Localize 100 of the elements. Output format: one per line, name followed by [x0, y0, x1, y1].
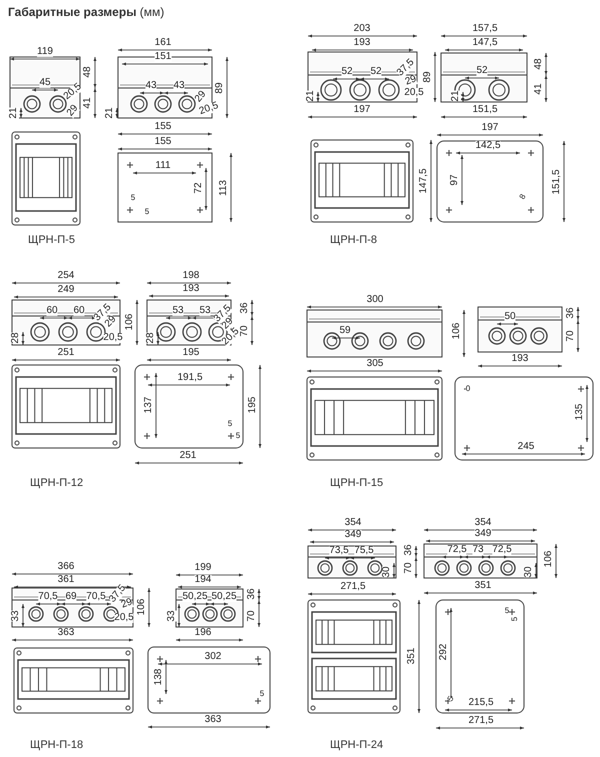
dimension-label: 72,5	[447, 545, 467, 555]
dimension-label: 5	[228, 420, 232, 428]
dimension-label: 137	[144, 396, 154, 414]
diagram-title: Габаритные размеры (мм)	[8, 5, 164, 19]
dimension-label: 70,5	[86, 592, 106, 602]
dimension-label: 48	[534, 58, 544, 70]
dimension-label: 197	[354, 105, 370, 115]
dimension-label: 43	[173, 81, 185, 91]
dimension-label: 43	[145, 81, 157, 91]
dimension-label: 198	[182, 271, 200, 281]
dimension-label: 203	[354, 24, 370, 34]
dimension-label: 60	[46, 306, 58, 316]
dimension-label: 28	[146, 332, 156, 344]
dimension-label: 113	[219, 180, 229, 196]
model-label: ЩРН-П-15	[330, 478, 384, 488]
dimension-label: 151,5	[472, 105, 498, 115]
dimension-label: 138	[154, 668, 164, 686]
dimension-label: 5	[144, 208, 150, 216]
dimension-label: 196	[194, 628, 212, 638]
dimension-label: 21	[9, 107, 19, 119]
dimension-label: 59	[339, 326, 351, 336]
dimension-label: 351	[407, 648, 417, 664]
dimension-label: 73,5	[329, 546, 349, 556]
dimension-label: 48	[83, 66, 93, 78]
dimension-label: 21	[105, 107, 115, 119]
dimension-label: 36	[247, 588, 257, 600]
dimension-label: 111	[155, 161, 171, 171]
dimension-label: 53	[199, 306, 211, 316]
dimension-label: 193	[182, 284, 200, 294]
dimension-label: 36	[404, 544, 414, 556]
model-label: ЩРН-П-12	[30, 478, 84, 488]
dimension-label: 254	[58, 271, 74, 281]
dimension-label: 251	[180, 451, 196, 461]
dimension-label: 97	[450, 174, 460, 186]
dimension-label: 354	[344, 518, 362, 528]
dimension-label: 36	[566, 307, 576, 319]
dimension-label: 106	[125, 314, 135, 330]
model-label: ЩРН-П-5	[28, 235, 75, 245]
dimension-label: 73	[472, 545, 484, 555]
dimension-label: 20,5	[103, 333, 123, 343]
dimension-label: 60	[73, 306, 85, 316]
dimension-label: 41	[534, 83, 544, 95]
dimension-label: 147,5	[472, 38, 498, 48]
dimension-label: 302	[204, 652, 222, 662]
dimension-label: 195	[182, 348, 200, 358]
dimension-label: 363	[58, 628, 74, 638]
dimension-label: 157,5	[472, 24, 498, 34]
dimension-label: 245	[518, 442, 534, 452]
dimension-label: 363	[204, 715, 222, 725]
dimension-label: 52	[341, 67, 353, 77]
dimension-label: 21	[451, 90, 461, 102]
dimension-label: 50,25	[182, 592, 208, 602]
dimension-label: 193	[354, 38, 370, 48]
dimension-label: 20,5	[114, 613, 134, 623]
dimension-label: 147,5	[419, 168, 429, 194]
dimension-label: 20,5	[404, 88, 424, 98]
dimension-label: 5	[130, 194, 136, 202]
dimension-label: 50	[504, 312, 516, 322]
model-label: ЩРН-П-18	[30, 740, 84, 750]
dimension-label: 50,25	[211, 592, 237, 602]
dimension-label: 36	[240, 302, 250, 314]
dimension-label: 8	[518, 193, 528, 201]
dimension-label: 70	[566, 330, 576, 342]
dimension-label: 349	[344, 530, 362, 540]
dimension-label: 351	[474, 581, 492, 591]
dimension-label: 52	[370, 67, 382, 77]
dimension-label: 361	[58, 575, 74, 585]
dimension-label: 215,5	[468, 698, 494, 708]
dimension-label: 155	[154, 122, 172, 132]
dimension-label: 28	[11, 332, 21, 344]
dimension-label: 195	[248, 396, 258, 414]
dimension-label: 292	[439, 644, 449, 660]
dimension-label: 52	[476, 66, 488, 76]
dimension-label: 305	[366, 359, 384, 369]
dimension-label: 106	[544, 550, 554, 568]
model-label: ЩРН-П-24	[330, 740, 384, 750]
dimension-label: 0	[466, 385, 470, 393]
dimension-label: 70	[404, 562, 414, 574]
dimension-label: 354	[474, 518, 492, 528]
dimension-label: 199	[194, 563, 212, 573]
dimension-label: 119	[37, 47, 53, 57]
dimension-label: 191,5	[177, 373, 203, 383]
dimension-label: 21	[306, 90, 316, 102]
dimension-label: 72	[194, 182, 204, 194]
dimension-label: 30	[524, 566, 534, 578]
dimension-label: 70,5	[38, 592, 58, 602]
dimension-label: 271,5	[340, 582, 366, 592]
dimension-label: 5	[236, 432, 240, 440]
dimension-label: 349	[474, 529, 492, 539]
dimension-label: 300	[366, 295, 384, 305]
dimension-label: 5	[260, 690, 264, 698]
dimension-label: 271,5	[468, 716, 494, 726]
dimension-label: 142,5	[475, 141, 501, 151]
dimension-label: 106	[137, 598, 147, 616]
dimension-label: 197	[482, 123, 498, 133]
dimension-label: 151	[154, 52, 172, 62]
dimension-label: 194	[194, 575, 212, 585]
dimension-label: 249	[58, 285, 74, 295]
dimension-label: 161	[154, 38, 172, 48]
dimension-label: 5	[511, 616, 519, 622]
